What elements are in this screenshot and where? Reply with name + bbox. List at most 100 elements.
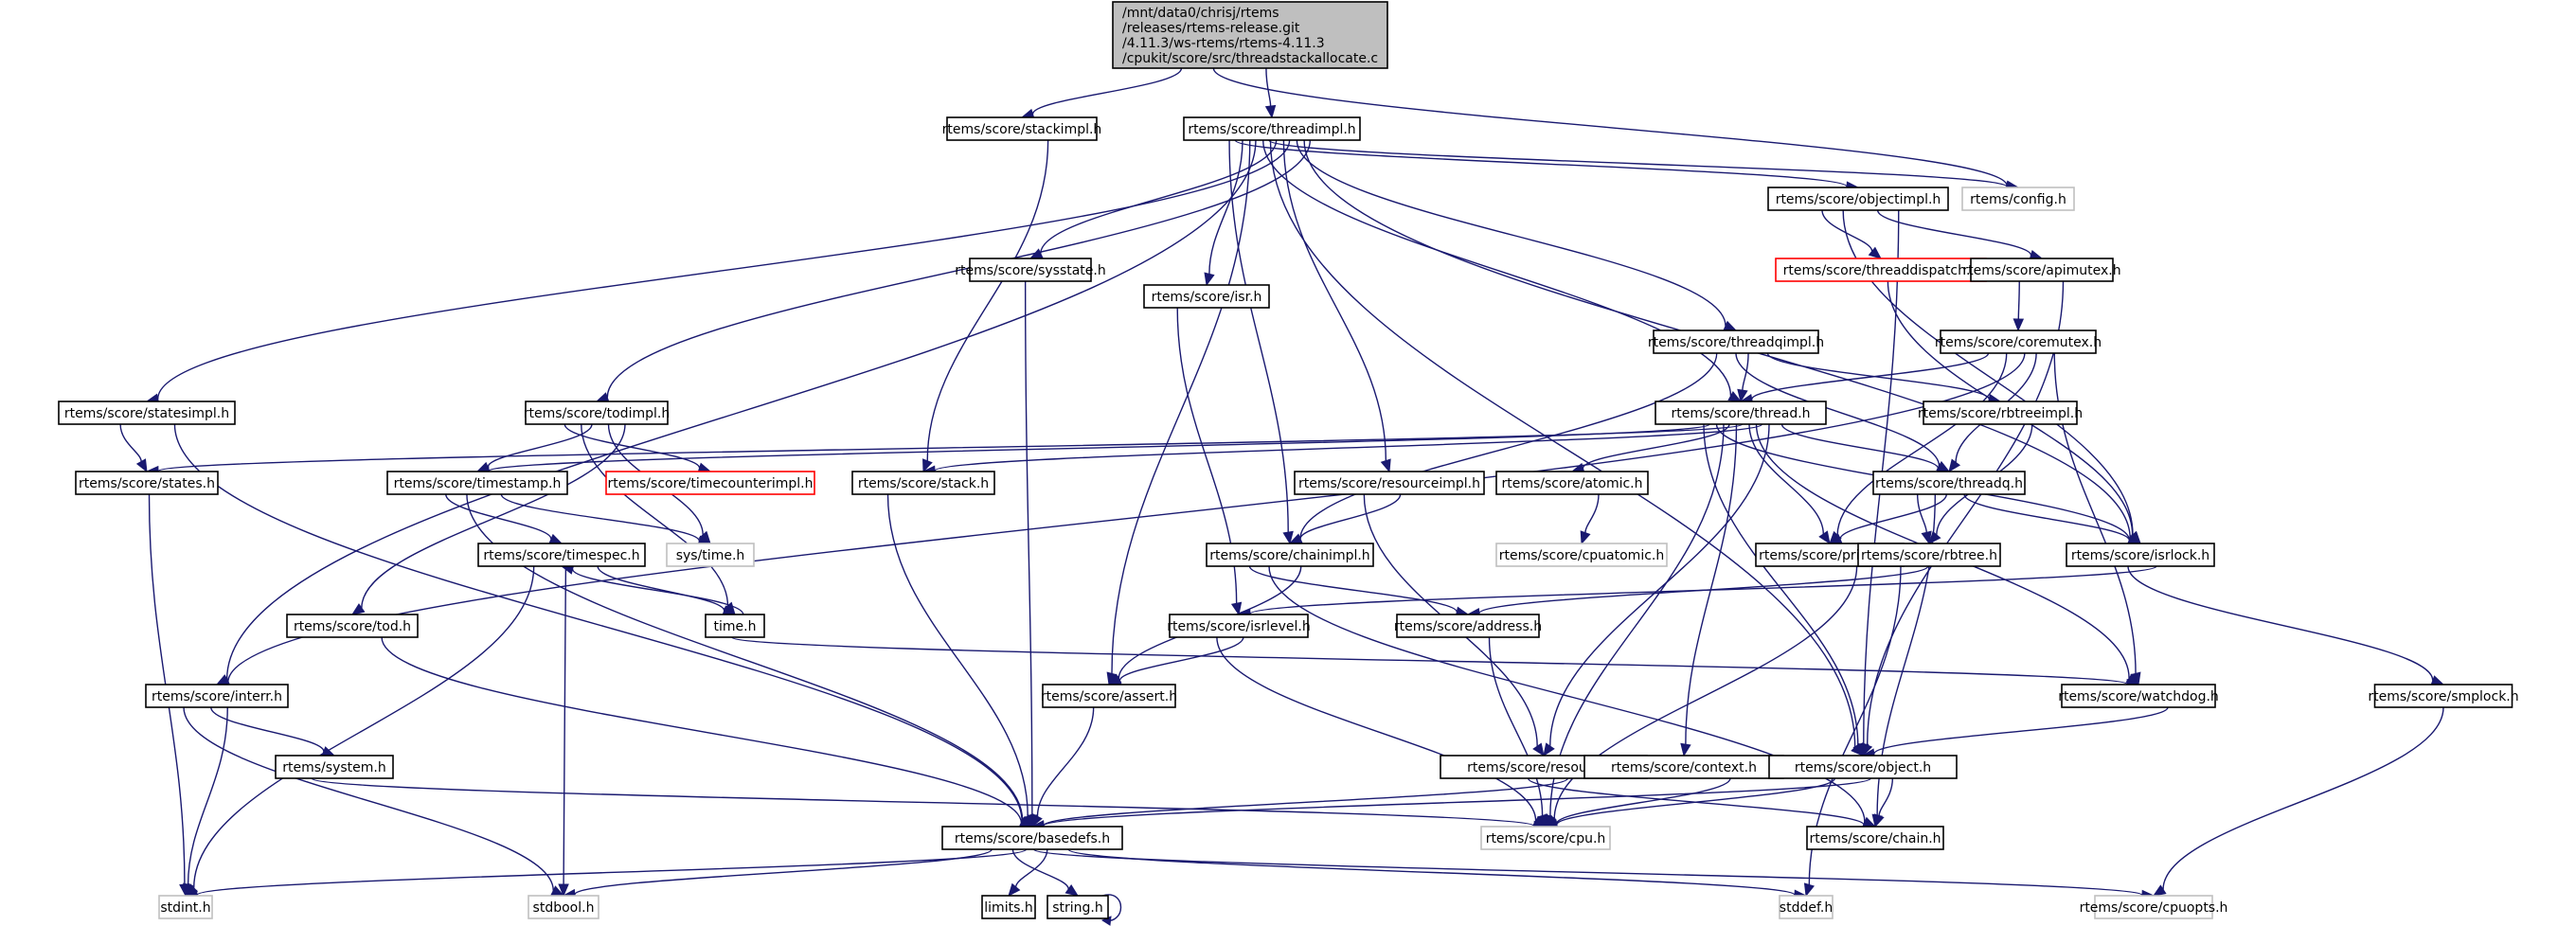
edge-priority-cpu <box>1553 565 1858 820</box>
node-box <box>1940 329 2097 354</box>
node-label: rtems/score/isr.h <box>1152 290 1262 305</box>
node-box <box>1480 826 1611 850</box>
node-box <box>666 543 755 567</box>
node-root[interactable]: /mnt/data0/chrisj/rtems/releases/rtems-r… <box>1112 1 1388 69</box>
node-label: rtems/score/coremutex.h <box>1935 335 2102 350</box>
node-isr[interactable]: rtems/score/isr.h <box>1143 284 1270 309</box>
node-cpuopts: rtems/score/cpuopts.h <box>2080 895 2227 919</box>
node-chainimpl[interactable]: rtems/score/chainimpl.h <box>1206 543 1374 567</box>
edge-atomic-cpuatomic <box>1584 493 1600 533</box>
node-label: rtems/score/resourceimpl.h <box>1298 476 1480 491</box>
edge-arrowhead <box>2012 318 2025 332</box>
node-timestamp[interactable]: rtems/score/timestamp.h <box>386 471 568 495</box>
edge-arrowhead <box>1852 742 1864 757</box>
edge-threadimpl-threadqimpl <box>1296 139 1726 327</box>
node-threadimpl[interactable]: rtems/score/threadimpl.h <box>1183 116 1361 141</box>
node-box <box>1583 755 1784 779</box>
node-context[interactable]: rtems/score/context.h <box>1583 755 1784 779</box>
edge-stack-basedefs <box>886 493 1029 816</box>
node-rbtreeimpl[interactable]: rtems/score/rbtreeimpl.h <box>1918 401 2083 425</box>
node-timeh[interactable]: time.h <box>705 614 765 638</box>
node-label: rtems/score/timespec.h <box>483 548 639 563</box>
node-todimpl[interactable]: rtems/score/todimpl.h <box>524 401 670 425</box>
node-rbtree[interactable]: rtems/score/rbtree.h <box>1857 543 2001 567</box>
node-assert[interactable]: rtems/score/assert.h <box>1041 684 1177 708</box>
node-smplock[interactable]: rtems/score/smplock.h <box>2368 684 2519 708</box>
node-threadq[interactable]: rtems/score/threadq.h <box>1872 471 2026 495</box>
edge-timespec-timeh <box>597 565 725 612</box>
node-address[interactable]: rtems/score/address.h <box>1394 614 1542 638</box>
edge-arrowhead <box>1022 813 1033 828</box>
edge-todimpl-timeh <box>581 423 729 606</box>
node-watchdog[interactable]: rtems/score/watchdog.h <box>2058 684 2219 708</box>
edge-root-stackimpl <box>1031 67 1183 115</box>
node-apimutex[interactable]: rtems/score/apimutex.h <box>1962 258 2121 282</box>
node-atomic[interactable]: rtems/score/atomic.h <box>1495 471 1649 495</box>
node-box <box>1046 895 1109 919</box>
edge-sysstate-basedefs <box>1024 280 1033 816</box>
edge-basedefs-stddef <box>1067 848 1796 896</box>
node-system[interactable]: rtems/system.h <box>275 755 394 779</box>
edge-todimpl-timecounterimpl <box>564 423 701 469</box>
node-label: rtems/config.h <box>1970 192 2066 207</box>
node-thread[interactable]: rtems/score/thread.h <box>1655 401 1827 425</box>
node-label: rtems/score/interr.h <box>152 689 282 704</box>
node-resourceimpl[interactable]: rtems/score/resourceimpl.h <box>1294 471 1485 495</box>
node-basedefs[interactable]: rtems/score/basedefs.h <box>941 826 1123 850</box>
edge-stackimpl-stack <box>926 139 1049 461</box>
node-coremutex[interactable]: rtems/score/coremutex.h <box>1935 329 2102 354</box>
edge-isrlevel-assert <box>1118 636 1244 682</box>
node-threadqimpl[interactable]: rtems/score/threadqimpl.h <box>1648 329 1824 354</box>
edge-tod-basedefs <box>381 636 1023 824</box>
edge-arrowhead <box>1580 530 1591 545</box>
edge-chainimpl-chain <box>1268 565 1866 823</box>
edge-threadimpl-chainimpl <box>1228 139 1289 533</box>
edge-basedefs-string <box>1011 848 1069 890</box>
edge-arrowhead <box>1543 742 1555 757</box>
edge-object-basedefs <box>1043 777 1871 827</box>
edge-arrowhead <box>1928 530 1941 544</box>
edge-root-threadimpl <box>1265 67 1272 107</box>
node-sysstate[interactable]: rtems/score/sysstate.h <box>955 258 1106 282</box>
edge-objectimpl-threaddispatch <box>1821 209 1873 252</box>
edge-arrowhead <box>2430 675 2445 686</box>
edge-coremutex-thread <box>1751 352 1990 401</box>
node-stdbool: stdbool.h <box>528 895 599 919</box>
node-states[interactable]: rtems/score/states.h <box>75 471 219 495</box>
node-label: sys/time.h <box>676 548 745 563</box>
node-statesimpl[interactable]: rtems/score/statesimpl.h <box>58 401 236 425</box>
node-limits[interactable]: limits.h <box>981 895 1036 919</box>
node-box <box>1653 329 1819 354</box>
node-stackimpl[interactable]: rtems/score/stackimpl.h <box>942 116 1102 141</box>
edge-timespec-stdbool <box>563 565 567 885</box>
edge-timestamp-systime <box>500 493 701 542</box>
node-chain[interactable]: rtems/score/chain.h <box>1806 826 1944 850</box>
node-box <box>1655 401 1827 425</box>
node-cpu: rtems/score/cpu.h <box>1480 826 1611 850</box>
node-timespec[interactable]: rtems/score/timespec.h <box>477 543 646 567</box>
node-label: rtems/score/assert.h <box>1041 689 1177 704</box>
node-tod[interactable]: rtems/score/tod.h <box>286 614 419 638</box>
node-stack[interactable]: rtems/score/stack.h <box>851 471 995 495</box>
node-label: rtems/score/address.h <box>1394 619 1542 634</box>
edge-todimpl-timestamp <box>487 423 593 468</box>
node-string[interactable]: string.h <box>1046 895 1109 919</box>
node-box <box>1143 284 1270 309</box>
edge-context-cpu <box>1555 777 1731 825</box>
node-box <box>1768 755 1958 779</box>
node-box <box>1779 895 1834 919</box>
node-box <box>1806 826 1944 850</box>
node-isrlock[interactable]: rtems/score/isrlock.h <box>2066 543 2215 567</box>
node-timecounterimpl[interactable]: rtems/score/timecounterimpl.h <box>605 471 815 495</box>
node-interr[interactable]: rtems/score/interr.h <box>145 684 289 708</box>
edge-timeh-timespec <box>571 568 744 615</box>
node-label-line: /releases/rtems-release.git <box>1122 21 1300 36</box>
node-object[interactable]: rtems/score/object.h <box>1768 755 1958 779</box>
node-label: string.h <box>1052 900 1103 916</box>
edge-arrowhead <box>1204 272 1215 287</box>
edge-thread-stack <box>934 423 1763 472</box>
node-isrlevel[interactable]: rtems/score/isrlevel.h <box>1167 614 1311 638</box>
node-threaddispatch[interactable]: rtems/score/threaddispatch.h <box>1775 258 1987 282</box>
graph-nodes: /mnt/data0/chrisj/rtems/releases/rtems-r… <box>58 1 2519 919</box>
node-objectimpl[interactable]: rtems/score/objectimpl.h <box>1767 187 1949 211</box>
